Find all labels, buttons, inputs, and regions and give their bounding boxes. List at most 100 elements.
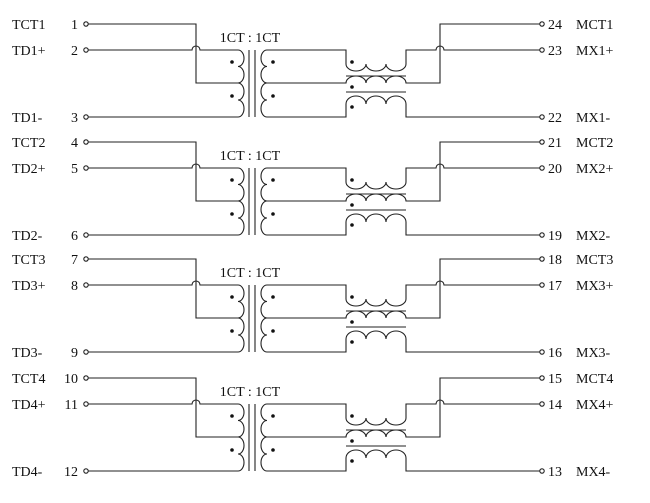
choke-winding-top: [267, 45, 540, 72]
positive-wire: [88, 399, 238, 405]
left-signal-label: TD4-: [12, 465, 43, 480]
right-pin-number: 15: [548, 372, 562, 387]
right-pin-number: 14: [548, 398, 562, 413]
left-signal-label: TCT4: [12, 372, 45, 387]
polarity-dot-icon: [230, 212, 234, 216]
polarity-dot-icon: [350, 178, 354, 182]
polarity-dot-icon: [271, 212, 275, 216]
secondary-coil: [260, 284, 268, 353]
left-pin-number: 3: [71, 111, 78, 126]
polarity-dot-icon: [350, 60, 354, 64]
right-signal-label: MCT4: [576, 372, 613, 387]
center-tap-wire: [88, 23, 238, 84]
right-pin-number: 21: [548, 136, 562, 151]
primary-coil: [237, 403, 245, 472]
right-signal-label: MX1+: [576, 44, 614, 59]
polarity-dot-icon: [350, 320, 354, 324]
left-signal-label: TCT3: [12, 253, 45, 268]
center-tap-wire: [88, 258, 238, 319]
positive-wire: [88, 45, 238, 51]
right-signal-label: MX4+: [576, 398, 614, 413]
polarity-dot-icon: [230, 178, 234, 182]
polarity-dot-icon: [350, 439, 354, 443]
pin-terminal-icon: [83, 232, 89, 238]
polarity-dot-icon: [350, 340, 354, 344]
left-signal-label: TD3+: [12, 279, 46, 294]
pin-terminal-icon: [539, 114, 545, 120]
polarity-dot-icon: [350, 203, 354, 207]
choke-winding-middle: [267, 258, 540, 319]
pin-terminal-icon: [83, 282, 89, 288]
polarity-dot-icon: [230, 94, 234, 98]
left-signal-label: TD2+: [12, 162, 46, 177]
right-pin-number: 17: [548, 279, 562, 294]
choke-winding-bottom: [267, 449, 540, 472]
choke-winding-top: [267, 163, 540, 190]
polarity-dot-icon: [350, 295, 354, 299]
pin-terminal-icon: [539, 282, 545, 288]
left-pin-number: 4: [71, 136, 78, 151]
right-signal-label: MCT3: [576, 253, 613, 268]
pin-terminal-icon: [83, 114, 89, 120]
choke-winding-bottom: [267, 330, 540, 353]
polarity-dot-icon: [350, 459, 354, 463]
center-tap-wire: [88, 141, 238, 202]
right-pin-number: 24: [548, 18, 562, 33]
pin-terminal-icon: [539, 232, 545, 238]
ratio-label: 1CT : 1CT: [220, 385, 281, 400]
center-tap-wire: [88, 377, 238, 438]
right-signal-label: MX1-: [576, 111, 611, 126]
left-pin-number: 12: [64, 465, 78, 480]
left-pin-number: 10: [64, 372, 78, 387]
pin-terminal-icon: [539, 21, 545, 27]
right-signal-label: MCT1: [576, 18, 613, 33]
primary-coil: [237, 284, 245, 353]
right-signal-label: MX3+: [576, 279, 614, 294]
pin-terminal-icon: [539, 165, 545, 171]
pin-terminal-icon: [539, 256, 545, 262]
pin-terminal-icon: [83, 401, 89, 407]
polarity-dot-icon: [230, 448, 234, 452]
left-pin-number: 7: [71, 253, 78, 268]
pin-terminal-icon: [83, 468, 89, 474]
right-pin-number: 20: [548, 162, 562, 177]
pin-terminal-icon: [83, 256, 89, 262]
right-pin-number: 19: [548, 229, 562, 244]
polarity-dot-icon: [271, 329, 275, 333]
polarity-dot-icon: [350, 85, 354, 89]
choke-winding-middle: [267, 377, 540, 438]
choke-winding-bottom: [267, 95, 540, 118]
polarity-dot-icon: [230, 60, 234, 64]
polarity-dot-icon: [271, 60, 275, 64]
right-pin-number: 22: [548, 111, 562, 126]
pin-terminal-icon: [83, 139, 89, 145]
choke-winding-middle: [267, 23, 540, 84]
left-pin-number: 5: [71, 162, 78, 177]
ratio-label: 1CT : 1CT: [220, 149, 281, 164]
positive-wire: [88, 280, 238, 286]
right-pin-number: 13: [548, 465, 562, 480]
secondary-coil: [260, 403, 268, 472]
polarity-dot-icon: [271, 448, 275, 452]
pin-terminal-icon: [539, 468, 545, 474]
ratio-label: 1CT : 1CT: [220, 31, 281, 46]
positive-wire: [88, 163, 238, 169]
ratio-label: 1CT : 1CT: [220, 266, 281, 281]
left-pin-number: 6: [71, 229, 78, 244]
secondary-coil: [260, 167, 268, 236]
left-pin-number: 9: [71, 346, 78, 361]
left-signal-label: TD4+: [12, 398, 46, 413]
choke-winding-bottom: [267, 213, 540, 236]
left-pin-number: 8: [71, 279, 78, 294]
polarity-dot-icon: [271, 178, 275, 182]
left-pin-number: 1: [71, 18, 78, 33]
polarity-dot-icon: [271, 295, 275, 299]
polarity-dot-icon: [350, 414, 354, 418]
polarity-dot-icon: [230, 414, 234, 418]
primary-coil: [237, 49, 245, 118]
primary-coil: [237, 167, 245, 236]
